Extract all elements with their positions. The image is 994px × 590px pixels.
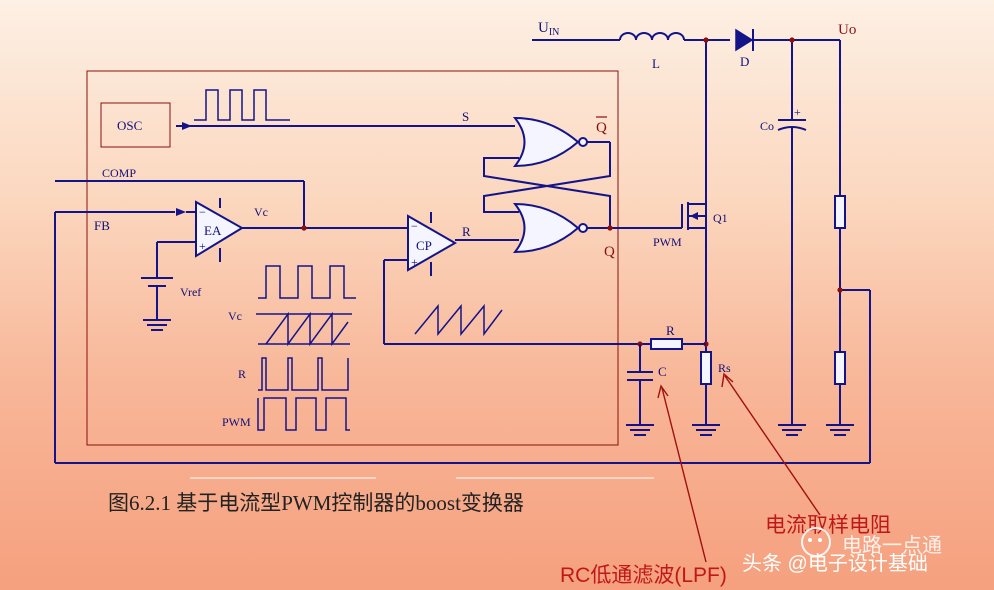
ea-label: EA bbox=[204, 223, 222, 238]
sense-resistor-Rs bbox=[692, 351, 720, 436]
osc-block bbox=[100, 102, 171, 148]
wave-vc-label: Vc bbox=[228, 309, 242, 323]
svg-text:+: + bbox=[199, 239, 206, 253]
cp-label: CP bbox=[416, 238, 432, 253]
diode-label: D bbox=[740, 54, 749, 69]
output-capacitor: + bbox=[777, 40, 807, 425]
controller-frame bbox=[86, 70, 619, 446]
q1-label: Q1 bbox=[713, 211, 728, 225]
watermark-logo-text: 电路一点通 bbox=[842, 534, 942, 557]
watermark: 电路一点通 头条 @电子设计基础 bbox=[742, 527, 942, 575]
osc-label: OSC bbox=[117, 118, 142, 133]
vref-source bbox=[141, 277, 173, 331]
svg-text:−: − bbox=[411, 219, 418, 233]
vref-label: Vref bbox=[180, 285, 201, 299]
fb-wire bbox=[54, 208, 870, 464]
switch-node-dot bbox=[703, 37, 709, 43]
diode-D bbox=[735, 28, 840, 52]
filter-capacitor bbox=[626, 344, 654, 436]
timing-waveforms bbox=[256, 265, 356, 431]
ground-co bbox=[778, 424, 806, 436]
latch-cross-wires bbox=[455, 142, 611, 241]
svg-text:+: + bbox=[411, 255, 418, 269]
q-label: Q bbox=[604, 244, 615, 260]
nor-gate-bottom bbox=[512, 202, 682, 254]
ramp-waveform bbox=[414, 303, 503, 337]
r-input-label: R bbox=[462, 224, 471, 239]
wave-r-label: R bbox=[238, 367, 246, 381]
vc-label: Vc bbox=[254, 205, 268, 219]
current-comparator: − + bbox=[383, 212, 458, 344]
c-filter-label: C bbox=[658, 364, 667, 379]
wave-pwm-label: PWM bbox=[222, 415, 251, 429]
pwm-gate-label: PWM bbox=[653, 235, 682, 249]
svg-text:+: + bbox=[794, 105, 801, 119]
qbar-label: Q bbox=[596, 120, 607, 136]
r-filter-label: R bbox=[666, 323, 675, 338]
comp-wire bbox=[55, 180, 305, 228]
comp-label: COMP bbox=[102, 166, 136, 180]
co-label: Co bbox=[760, 119, 774, 133]
osc-output bbox=[176, 89, 515, 130]
ground-divider bbox=[826, 424, 854, 436]
annotation-arrow-rs bbox=[721, 372, 821, 516]
output-divider bbox=[834, 40, 871, 463]
inductor-L bbox=[619, 32, 730, 41]
uin-label: UIN bbox=[538, 20, 559, 38]
inductor-label: L bbox=[652, 56, 660, 71]
uo-label: Uo bbox=[838, 22, 856, 38]
rs-label: Rs bbox=[718, 361, 731, 375]
s-label: S bbox=[462, 109, 469, 124]
annotation-arrow-lpf bbox=[657, 384, 707, 563]
annotation-rc-filter: RC低通滤波(LPF) bbox=[560, 564, 727, 587]
svg-text:−: − bbox=[199, 205, 206, 219]
figure-caption: 图6.2.1 基于电流型PWM控制器的boost变换器 bbox=[108, 491, 524, 515]
watermark-text: 头条 @电子设计基础 bbox=[742, 552, 928, 575]
fb-label: FB bbox=[94, 218, 110, 233]
mosfet-Q1 bbox=[681, 200, 707, 232]
annotation-sense-resistor: 电流取样电阻 bbox=[765, 514, 891, 537]
nor-gate-top bbox=[512, 116, 610, 168]
filter-resistor bbox=[384, 338, 706, 350]
error-amplifier: − + bbox=[156, 198, 408, 278]
